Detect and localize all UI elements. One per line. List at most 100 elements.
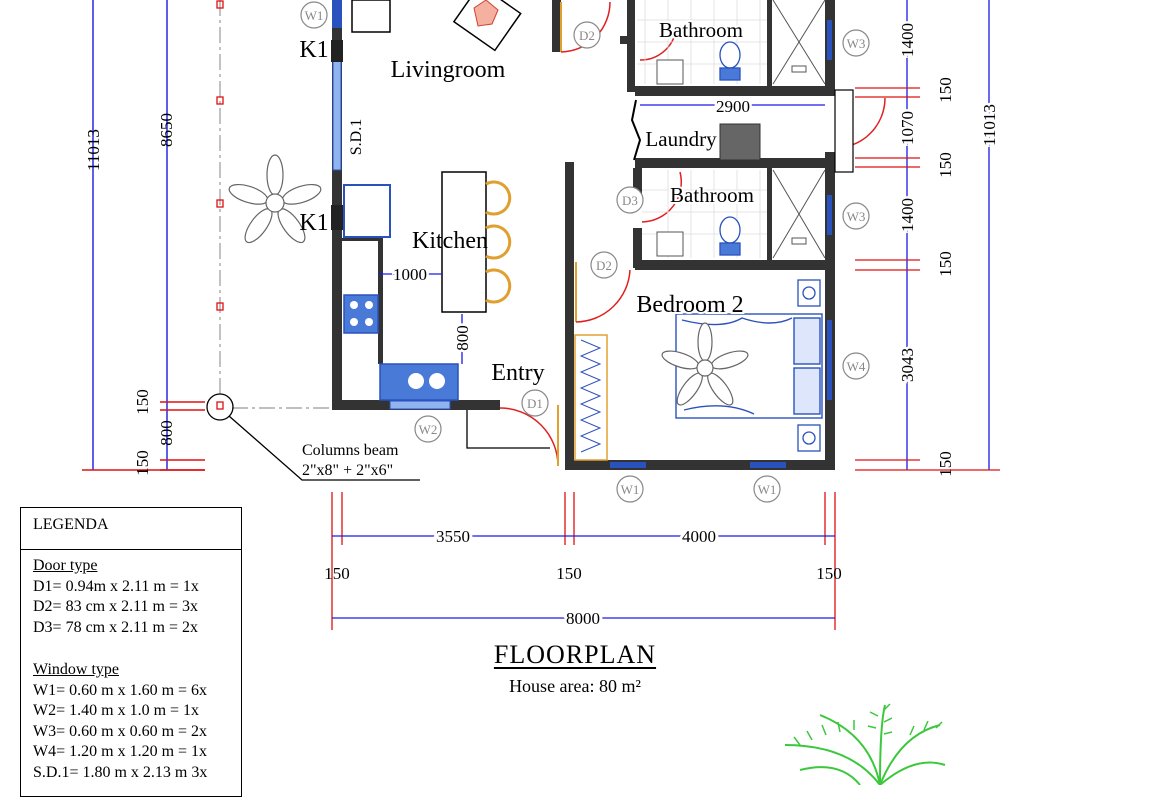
dim-right-total: 11013: [980, 104, 999, 146]
shower-mid-icon: [772, 169, 826, 259]
bottom-dimensions: [332, 535, 835, 619]
room-laundry: Laundry: [645, 127, 717, 151]
tag-w2: W2: [419, 422, 438, 437]
tag-w1-a: W1: [621, 482, 640, 497]
bar-stools: [485, 180, 512, 304]
tag-w3-top: W3: [847, 36, 866, 51]
ceiling-fan-icon: [228, 154, 322, 244]
window-w2: [389, 400, 451, 410]
dim-right-3043: 3043: [898, 348, 917, 382]
dim-bottom-150b: 150: [556, 564, 582, 583]
bath-sink-mid-icon: [656, 231, 684, 257]
legend-window-item: W1= 0.60 m x 1.60 m = 6x: [33, 681, 208, 699]
room-bedroom-2: Bedroom 2: [636, 292, 743, 318]
toilet-icon-top: [719, 41, 741, 81]
tag-d2-bedroom: D2: [596, 258, 612, 273]
shower-top-icon: [772, 0, 826, 85]
legend-door-item: D1= 0.94m x 2.11 m = 1x: [33, 577, 199, 595]
door-arc-d1: [499, 407, 559, 467]
dim-right-1070: 1070: [898, 111, 917, 145]
k1-marker-bottom: [331, 205, 343, 230]
bath-sink-top-icon: [656, 59, 684, 85]
legend-door-item: D2= 83 cm x 2.11 m = 3x: [33, 598, 198, 615]
dim-bottom-150c: 150: [816, 564, 842, 583]
room-bathroom-mid: Bathroom: [670, 183, 754, 207]
label-k1-bottom: K1: [299, 210, 328, 236]
dim-right-150a: 150: [936, 77, 955, 103]
right-dimensions: [640, 0, 990, 470]
legend-title: LEGENDA: [21, 508, 241, 550]
column-marker: [206, 393, 234, 421]
plan-subtitle: House area: 80 m²: [509, 676, 641, 696]
tag-d2-top: D2: [579, 28, 595, 43]
legend-body: Door type D1= 0.94m x 2.11 m = 1x D2= 83…: [21, 550, 241, 787]
legend-window-item: W2= 1.40 m x 1.0 m = 1x: [33, 702, 200, 719]
k1-marker-top: [331, 40, 343, 62]
palm-plant-icon: [784, 703, 946, 785]
dim-left-150b: 150: [133, 450, 152, 476]
window-w3-top: [827, 20, 832, 60]
laundry-curtain: [630, 99, 642, 161]
stove-icon: [343, 294, 379, 334]
dim-kitchen-800: 800: [453, 325, 472, 351]
legend-door-heading: Door type: [33, 557, 98, 574]
dim-right-150d: 150: [936, 451, 955, 477]
dim-left-inner: 8650: [157, 113, 176, 147]
kitchen-sink-icon: [379, 363, 459, 401]
tag-d1: D1: [527, 396, 543, 411]
tag-w3-mid: W3: [847, 209, 866, 224]
window-w1-top: [332, 0, 342, 28]
bedroom-fan-icon: [661, 322, 749, 406]
dim-bottom-8000: 8000: [566, 609, 600, 628]
door-arc-d2: [575, 269, 631, 323]
plan-title: FLOORPLAN: [493, 640, 657, 669]
dim-bottom-4000: 4000: [682, 527, 716, 546]
window-w1-a: [610, 462, 646, 468]
dim-bottom-3550: 3550: [436, 527, 470, 546]
armchair-icon: [351, 0, 522, 52]
bed-icon: [675, 313, 823, 419]
window-w4: [827, 320, 832, 400]
tag-w1-b: W1: [758, 482, 777, 497]
dim-right-1400a: 1400: [898, 23, 917, 57]
nightstand-icons: [797, 279, 821, 452]
tag-circles: [300, 1, 870, 503]
window-w3-mid: [827, 195, 832, 235]
dim-kitchen-1000: 1000: [393, 265, 427, 284]
toilet-icon-mid: [719, 216, 741, 256]
legend-window-item: W3= 0.60 m x 0.60 m = 2x: [33, 722, 208, 740]
legend-panel: LEGENDA Door type D1= 0.94m x 2.11 m = 1…: [20, 507, 242, 797]
legend-window-item: W4= 1.20 m x 1.20 m = 1x: [33, 743, 208, 760]
label-sd1: S.D.1: [348, 119, 365, 155]
kitchen-island: [441, 171, 487, 313]
wardrobe-icon: [574, 334, 608, 461]
dim-laundry-2900: 2900: [716, 97, 750, 116]
legend-window-heading: Window type: [33, 661, 120, 678]
title-block: FLOORPLAN House area: 80 m²: [470, 640, 680, 697]
room-kitchen: Kitchen: [412, 228, 488, 254]
dim-right-1400b: 1400: [898, 198, 917, 232]
tag-d3: D3: [622, 193, 638, 208]
legend-window-item: S.D.1= 1.80 m x 2.13 m 3x: [33, 763, 208, 781]
dim-right-150c: 150: [936, 251, 955, 277]
columns-beam-note: Columns beam 2"x8" + 2"x6": [302, 441, 398, 481]
tag-w1-top: W1: [305, 8, 324, 23]
left-dimensions: [82, 0, 205, 471]
dim-right-150b: 150: [936, 152, 955, 178]
column-leader: [228, 415, 420, 481]
kitchen-dims: [378, 273, 463, 364]
room-entry: Entry: [491, 360, 544, 386]
tag-w4: W4: [847, 359, 866, 374]
label-k1-top: K1: [299, 37, 328, 63]
legend-door-item: D3= 78 cm x 2.11 m = 2x: [33, 618, 198, 636]
dim-bottom-150a: 150: [324, 564, 350, 583]
room-livingroom: Livingroom: [391, 57, 506, 83]
dim-left-800: 800: [157, 420, 176, 446]
room-bathroom-top: Bathroom: [659, 18, 743, 42]
dim-left-150a: 150: [133, 389, 152, 415]
columns-note-line2: 2"x8" + 2"x6": [302, 462, 394, 479]
washing-machine-icon: [719, 123, 761, 161]
sliding-door-sd1: [332, 59, 342, 171]
dim-left-total: 11013: [84, 129, 103, 171]
